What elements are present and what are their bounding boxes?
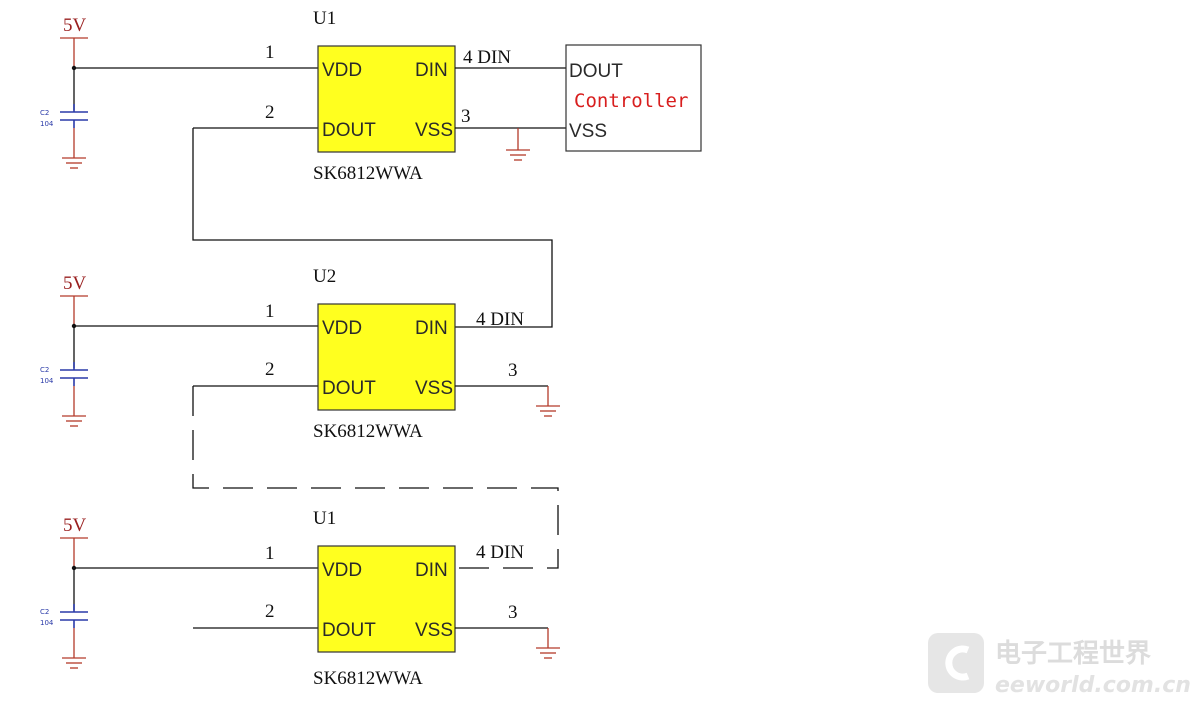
pin-dout-label: DOUT (322, 378, 376, 399)
circuit-u1-bottom: 5V C2 104 1 2 U1 VDD DOUT DIN VSS SK6812… (40, 508, 560, 689)
controller-name: Controller (574, 90, 688, 112)
chain-wire-dashed (192, 386, 559, 569)
pin-vss-label: VSS (415, 120, 453, 141)
pin-vdd-label: VDD (322, 560, 362, 581)
pin-number: 3 (508, 602, 518, 623)
capacitor-value: 104 (40, 120, 54, 128)
pin-number: 1 (265, 42, 275, 63)
chip-ref: U1 (313, 508, 336, 529)
chip-ref: U2 (313, 266, 336, 287)
pin-number: 2 (265, 102, 275, 123)
pin-number: 2 (265, 359, 275, 380)
pin-vss-label: VSS (415, 378, 453, 399)
capacitor-ref: C2 (40, 608, 49, 616)
circuit-u1-top: 5V C2 104 1 2 U1 VDD DOUT DIN VSS SK6812… (40, 8, 566, 184)
pin-vdd-label: VDD (322, 318, 362, 339)
chip-part: SK6812WWA (313, 668, 423, 689)
pin-din-label: DIN (415, 318, 448, 339)
pin-dout-label: DOUT (322, 620, 376, 641)
chip-part: SK6812WWA (313, 163, 423, 184)
chip-ref: U1 (313, 8, 336, 29)
led-chip-u2 (317, 303, 456, 411)
circuit-u2: 5V C2 104 1 2 U2 VDD DOUT DIN VSS SK6812… (40, 266, 560, 442)
watermark: 电子工程世界 eeworld.com.cn (928, 633, 1191, 698)
watermark-logo-icon (928, 633, 984, 693)
pin-din-label: DIN (415, 60, 448, 81)
pin-number: 3 (508, 360, 518, 381)
led-chip-u1 (317, 45, 456, 153)
pin-vss-label: VSS (415, 620, 453, 641)
controller-block: DOUT Controller VSS (565, 44, 702, 152)
chain-wire-u1-u2 (192, 128, 553, 328)
controller-dout-label: DOUT (569, 61, 623, 82)
pin-number: 4 DIN (463, 47, 511, 68)
capacitor-value: 104 (40, 619, 54, 627)
pin-din-label: DIN (415, 560, 448, 581)
supply-label: 5V (63, 15, 87, 36)
pin-number: 3 (461, 106, 471, 127)
capacitor-value: 104 (40, 377, 54, 385)
watermark-cn: 电子工程世界 (995, 639, 1151, 669)
watermark-logo-icon (945, 645, 970, 681)
pin-vdd-label: VDD (322, 60, 362, 81)
controller-vss-label: VSS (569, 121, 607, 142)
pin-dout-label: DOUT (322, 120, 376, 141)
controller-box (565, 44, 702, 152)
pin-number: 1 (265, 301, 275, 322)
pin-number: 4 DIN (476, 542, 524, 563)
watermark-en: eeworld.com.cn (995, 673, 1191, 698)
supply-label: 5V (63, 515, 87, 536)
capacitor-ref: C2 (40, 366, 49, 374)
led-chip-u1-bottom (317, 545, 456, 653)
pin-number: 4 DIN (476, 309, 524, 330)
pin-number: 1 (265, 543, 275, 564)
supply-label: 5V (63, 273, 87, 294)
pin-number: 2 (265, 601, 275, 622)
chip-part: SK6812WWA (313, 421, 423, 442)
capacitor-ref: C2 (40, 109, 49, 117)
